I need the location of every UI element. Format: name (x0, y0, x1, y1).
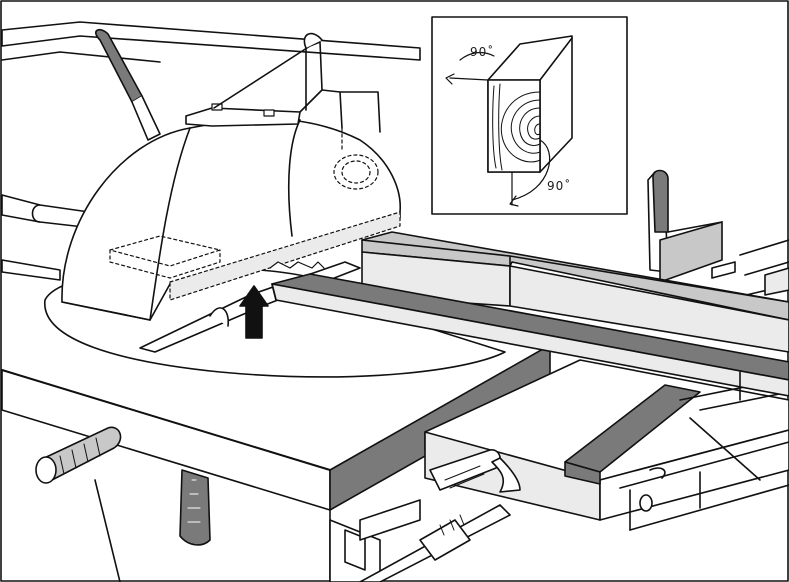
angle-label-top: 90˚ (470, 44, 494, 59)
workpiece-board (271, 273, 789, 401)
right-rail (711, 239, 789, 301)
inset-box: 90˚ 90˚ (431, 16, 628, 215)
slider-clamp (359, 449, 521, 582)
hole-icon (639, 494, 653, 512)
lower-handle (179, 469, 211, 546)
blade-guard (61, 32, 401, 327)
right-lever (647, 169, 723, 283)
left-knob (35, 426, 122, 484)
angle-label-bottom: 90˚ (547, 178, 571, 193)
board-end-icon (487, 35, 573, 173)
up-arrow-icon (239, 285, 269, 339)
guard-lever (95, 28, 161, 141)
table-body (94, 479, 421, 582)
sliding-table (424, 359, 789, 531)
